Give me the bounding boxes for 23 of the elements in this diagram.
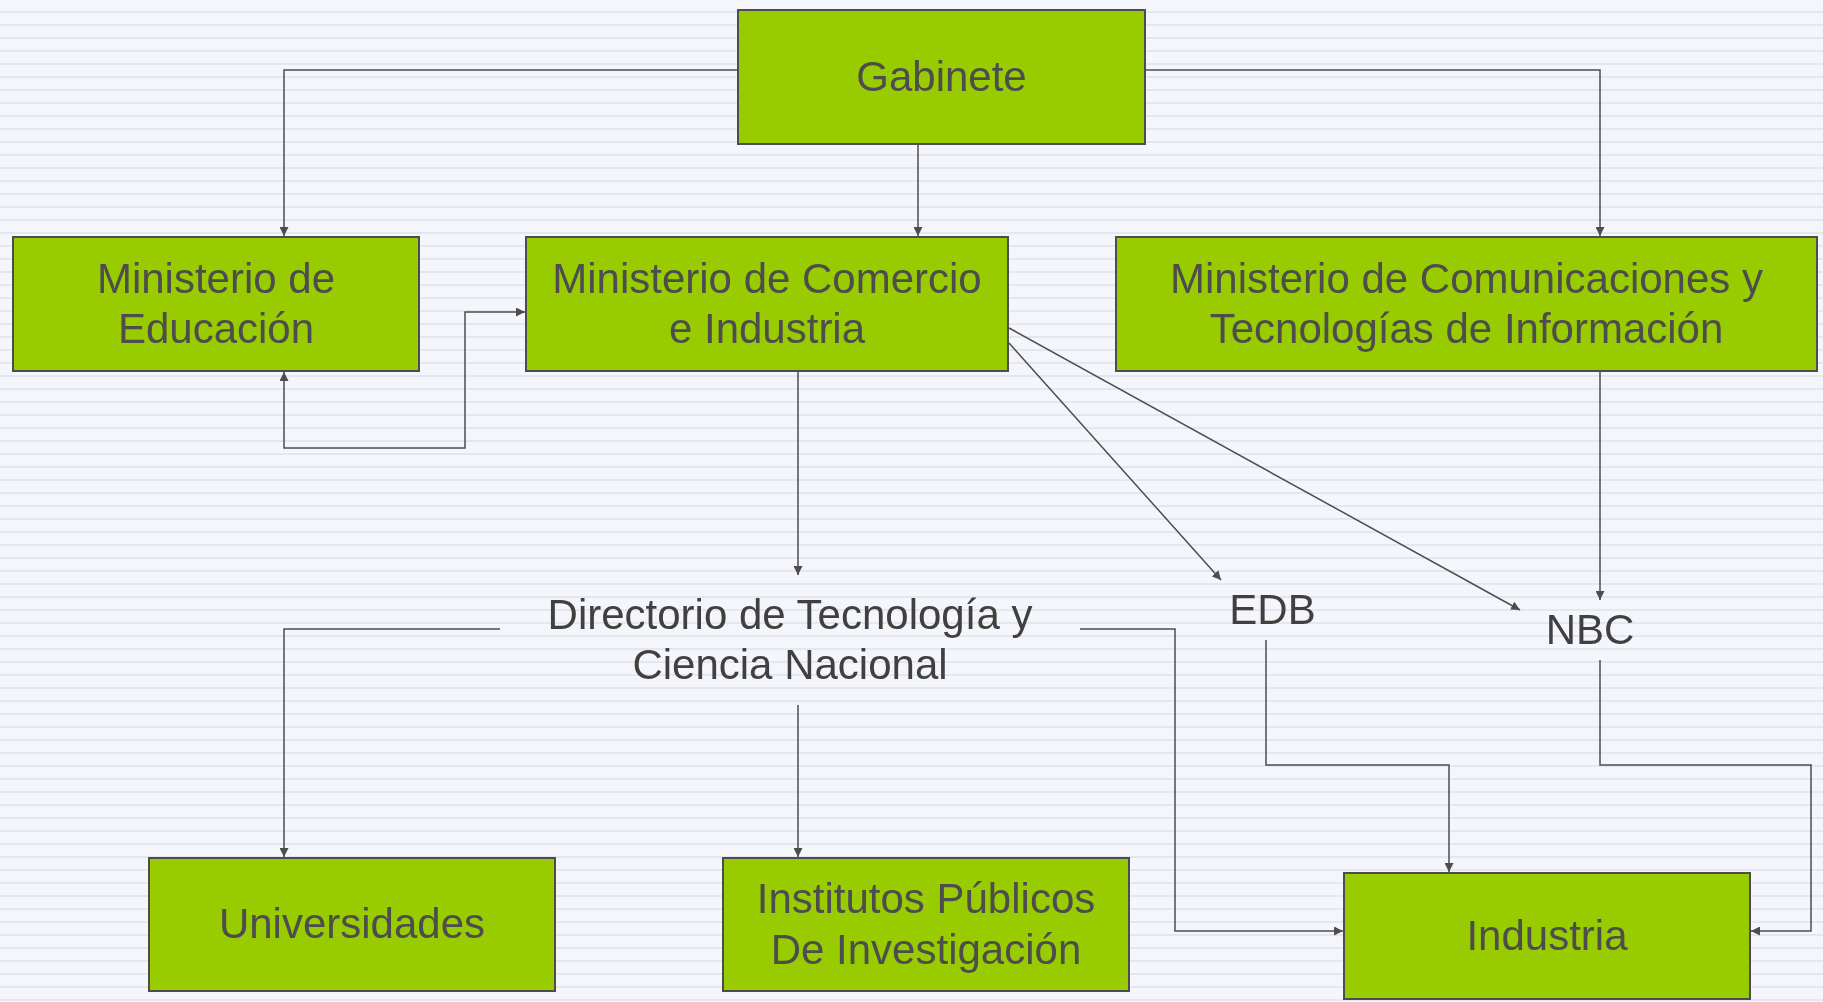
arrow xyxy=(1599,659,1812,936)
arrow xyxy=(1595,371,1605,601)
arrow xyxy=(279,307,526,449)
arrow xyxy=(1079,628,1344,936)
arrow xyxy=(279,628,501,858)
process-box: Universidades xyxy=(148,857,556,992)
arrow xyxy=(793,371,803,576)
process-box: Industria xyxy=(1343,872,1751,1000)
text-label: Directorio de Tecnología y Ciencia Nacional xyxy=(500,575,1080,705)
process-box: Ministerio de Comercio e Industria xyxy=(525,236,1009,372)
arrow xyxy=(279,69,738,237)
process-box: Institutos Públicos De Investigación xyxy=(722,857,1130,992)
text-label: NBC xyxy=(1520,600,1660,660)
process-box: Ministerio de Educación xyxy=(12,236,420,372)
process-box: Gabinete xyxy=(737,9,1146,145)
arrow xyxy=(1145,69,1605,237)
arrow xyxy=(913,144,923,237)
arrow xyxy=(1008,342,1222,581)
arrow xyxy=(1008,327,1521,611)
process-box: Ministerio de Comunicaciones y Tecnologías de Información xyxy=(1115,236,1818,372)
arrow xyxy=(1265,639,1454,873)
text-label: EDB xyxy=(1215,580,1330,640)
arrow xyxy=(793,704,803,858)
